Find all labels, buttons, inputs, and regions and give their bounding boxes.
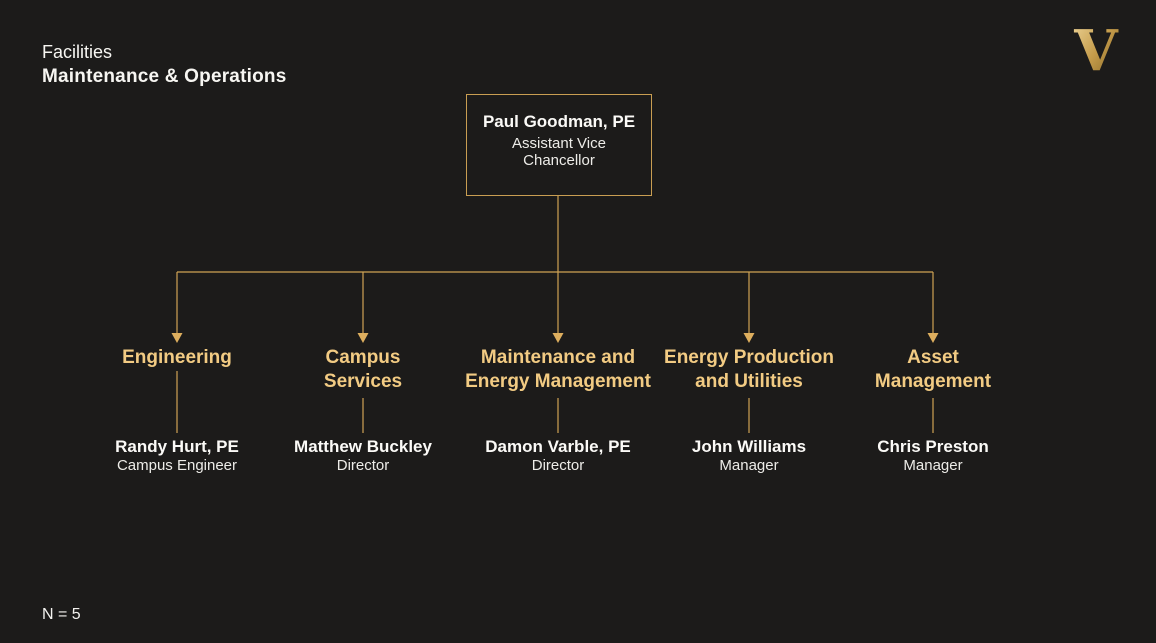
branch-title-maintenance-energy-management: Maintenance and Energy Management bbox=[465, 347, 651, 392]
root-person-role: Assistant Vice Chancellor bbox=[512, 135, 606, 169]
branch-person: Randy Hurt, PE Campus Engineer bbox=[115, 437, 239, 475]
person-name: Matthew Buckley bbox=[294, 437, 432, 456]
person-role: Manager bbox=[903, 457, 963, 474]
branch-title-engineering: Engineering bbox=[122, 347, 232, 368]
headcount-label: N = 5 bbox=[42, 606, 81, 623]
person-name: Chris Preston bbox=[877, 437, 989, 456]
person-name: Randy Hurt, PE bbox=[115, 437, 239, 456]
page-title: Maintenance & Operations bbox=[42, 66, 287, 87]
branch-person: Damon Varble, PE Director bbox=[485, 437, 631, 475]
branch-person: John Williams Manager bbox=[692, 437, 806, 475]
root-person-name: Paul Goodman, PE bbox=[482, 112, 636, 131]
person-role: Campus Engineer bbox=[116, 457, 238, 474]
slide-header: Facilities Maintenance & Operations bbox=[42, 40, 286, 89]
person-name: John Williams bbox=[691, 437, 807, 456]
org-root-box: Paul Goodman, PE Assistant Vice Chancell… bbox=[466, 94, 652, 196]
branch-title-energy-production-utilities: Energy Production and Utilities bbox=[664, 347, 834, 392]
branch-title-asset-management: Asset Management bbox=[874, 347, 992, 392]
person-role: Director bbox=[531, 457, 585, 474]
branch-person: Matthew Buckley Director bbox=[294, 437, 432, 475]
branch-person: Chris Preston Manager bbox=[877, 437, 988, 475]
svg-text:V: V bbox=[1073, 20, 1119, 80]
person-role: Manager bbox=[719, 457, 779, 474]
header-subtitle: Facilities bbox=[42, 42, 113, 62]
person-role: Director bbox=[336, 457, 390, 474]
person-name: Damon Varble, PE bbox=[485, 437, 631, 456]
arrowheads bbox=[171, 333, 939, 343]
vanderbilt-v-logo-icon: V bbox=[1068, 18, 1124, 84]
branch-title-campus-services: Campus Services bbox=[323, 347, 403, 392]
